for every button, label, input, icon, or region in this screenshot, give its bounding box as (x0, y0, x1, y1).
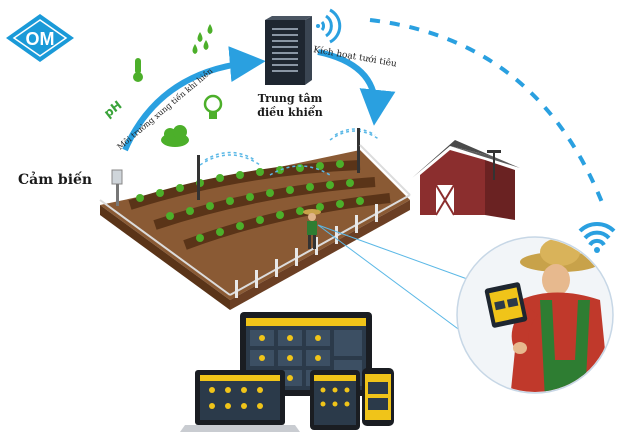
sensor-device-icon (111, 169, 123, 206)
water-drops-icon (192, 24, 213, 54)
cloud-icon (161, 125, 189, 147)
control-center-line2: điều khiển (257, 106, 323, 119)
barn-icon (412, 140, 520, 220)
phone-icon (362, 368, 394, 426)
sensor-label: Cảm biến (18, 172, 93, 188)
farm-field (99, 128, 411, 310)
thermometer-icon (133, 58, 143, 82)
server-icon (265, 16, 312, 85)
wireless-link-arc (369, 18, 607, 211)
farmer-small-icon (303, 209, 321, 249)
tablet-icon (310, 370, 360, 430)
control-center-label: Trung tâm điều khiển (245, 92, 335, 120)
sensor-to-center-arrow (122, 46, 266, 152)
control-center-line1: Trung tâm (257, 92, 323, 105)
lightbulb-icon (203, 94, 223, 119)
center-to-irrigation-arrow (317, 49, 396, 126)
om-logo: OM (6, 14, 74, 62)
wifi-icon (578, 221, 616, 253)
logo-text: OM (26, 29, 55, 49)
farmer-icon (456, 236, 614, 394)
wifi-icon (316, 8, 342, 44)
ph-label: pH (101, 98, 124, 121)
laptop-icon (180, 370, 300, 432)
